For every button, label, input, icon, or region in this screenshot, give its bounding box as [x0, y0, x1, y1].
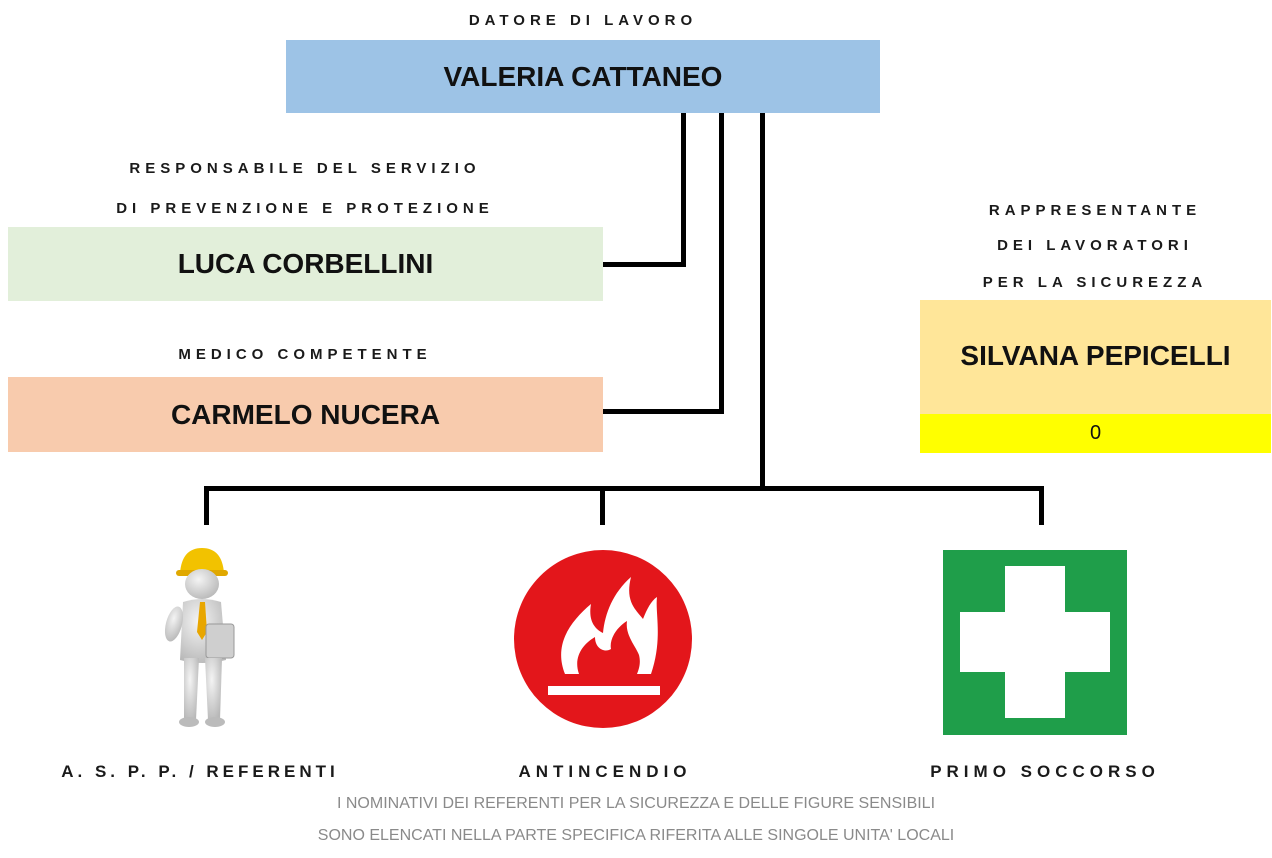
first-aid-cross-icon	[943, 550, 1127, 735]
connector-rspp-vertical	[681, 113, 686, 267]
connector-doctor-horizontal	[603, 409, 724, 414]
rls-name: SILVANA PEPICELLI	[960, 340, 1231, 371]
rls-role-line2: DEI LAVORATORI	[997, 237, 1193, 254]
rspp-role-line2: DI PREVENZIONE E PROTEZIONE	[116, 200, 494, 217]
worker-hardhat-icon	[150, 540, 250, 730]
employer-name: VALERIA CATTANEO	[443, 60, 723, 92]
rls-value: 0	[1089, 422, 1102, 444]
rls-role-line3: PER LA SICUREZZA	[982, 274, 1208, 291]
rls-role-line1: RAPPRESENTANTE	[988, 202, 1202, 219]
footer-note-line2: SONO ELENCATI NELLA PARTE SPECIFICA RIFE…	[317, 827, 955, 844]
footer-note-line1: I NOMINATIVI DEI REFERENTI PER LA SICURE…	[336, 795, 936, 812]
employer-name-box: VALERIA CATTANEO	[286, 40, 880, 113]
doctor-role-label: MEDICO COMPETENTE	[178, 346, 432, 363]
rspp-role-line1: RESPONSABILE DEL SERVIZIO	[129, 160, 481, 177]
fire-icon	[513, 549, 693, 729]
rspp-name-box: LUCA CORBELLINI	[8, 227, 603, 301]
connector-doctor-vertical	[719, 113, 724, 414]
rls-value-box: 0	[920, 414, 1271, 453]
rspp-name: LUCA CORBELLINI	[177, 248, 434, 279]
connector-antincendio-drop	[600, 486, 605, 525]
figure-label-primo-soccorso: PRIMO SOCCORSO	[930, 762, 1160, 781]
rls-name-box: SILVANA PEPICELLI	[920, 300, 1271, 414]
connector-primo-soccorso-drop	[1039, 486, 1044, 525]
doctor-name-box: CARMELO NUCERA	[8, 377, 603, 452]
figure-label-aspp: A. S. P. P. / REFERENTI	[61, 762, 339, 781]
connector-figures-horizontal	[204, 486, 1044, 491]
figure-label-antincendio: ANTINCENDIO	[518, 762, 692, 781]
employer-role-label: DATORE DI LAVORO	[468, 12, 698, 29]
connector-main-vertical	[760, 113, 765, 491]
connector-aspp-drop	[204, 486, 209, 525]
connector-rspp-horizontal	[603, 262, 686, 267]
doctor-name: CARMELO NUCERA	[170, 398, 441, 430]
